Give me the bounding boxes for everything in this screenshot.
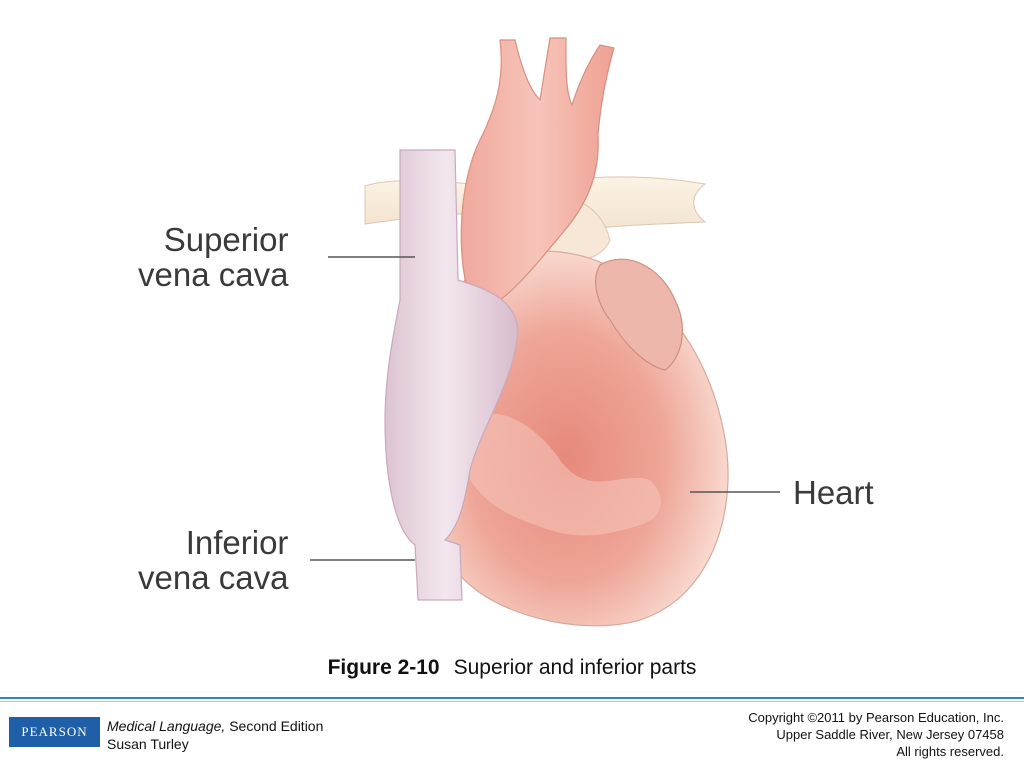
label-svc-line2: vena cava [138,256,289,293]
left-auricle [595,258,683,371]
pearson-logo: PEARSON [9,717,100,747]
book-author: Susan Turley [107,736,189,752]
book-edition: Second Edition [225,718,324,734]
label-svc-line1: Superior [163,221,289,258]
figure-number: Figure 2-10 [327,656,440,679]
book-title: Medical Language, [107,718,226,734]
book-title-line: Medical Language, Second Edition [107,717,323,735]
heart-illustration [310,37,780,627]
figure-caption: Figure 2-10 Superior and inferior parts [0,655,1024,681]
footer-divider-thin [0,701,1024,702]
heart-inner-pattern [470,413,661,536]
label-superior-vena-cava: Superior vena cava [138,222,288,292]
book-info: Medical Language, Second Edition Susan T… [107,717,323,753]
copyright-line-3: All rights reserved. [896,744,1004,759]
label-ivc-line1: Inferior [185,524,289,561]
label-ivc-line2: vena cava [138,559,289,596]
copyright-line-1: Copyright ©2011 by Pearson Education, In… [748,710,1004,725]
aorta [460,37,615,301]
vena-cava [384,149,519,601]
copyright-line-2: Upper Saddle River, New Jersey 07458 [776,727,1004,742]
copyright-notice: Copyright ©2011 by Pearson Education, In… [748,709,1004,760]
footer-divider [0,697,1024,699]
figure-caption-text: Superior and inferior parts [453,656,697,679]
label-inferior-vena-cava: Inferior vena cava [138,525,288,595]
label-heart: Heart [793,474,874,511]
